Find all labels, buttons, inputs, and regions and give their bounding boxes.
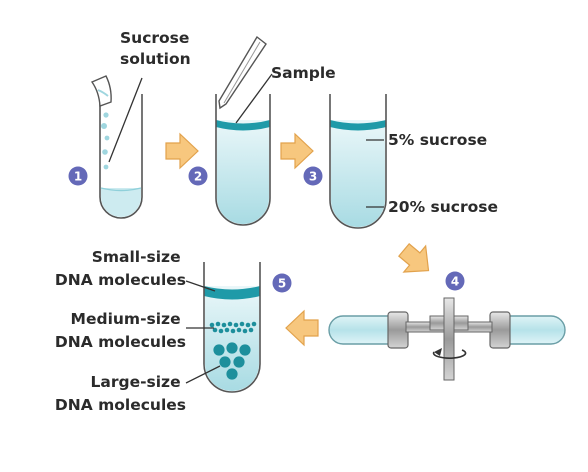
small-dna-band [204, 286, 260, 300]
step-4-number: 4 [451, 275, 459, 289]
rotation-arrow [432, 349, 467, 359]
pipette-1 [90, 75, 112, 107]
arrow-step4-to-step5 [285, 309, 319, 347]
step-3-badge: 3 [303, 166, 323, 186]
rotor-right-tube [507, 315, 566, 345]
pipette-2 [218, 35, 267, 110]
small-size-line1: Small-size [92, 248, 181, 266]
step-5-number: 5 [278, 277, 286, 291]
rotor-left-tube [328, 315, 391, 345]
step-1-number: 1 [74, 170, 82, 184]
tube-5 [203, 262, 261, 393]
tube-3 [329, 94, 387, 229]
step-3-number: 3 [309, 170, 317, 184]
large-size-line1: Large-size [91, 373, 181, 391]
medium-size-dna-label: Medium-size DNA molecules [55, 310, 186, 351]
large-size-dna-label: Large-size DNA molecules [55, 373, 186, 414]
step-1-badge: 1 [68, 166, 88, 186]
step-2-number: 2 [194, 170, 202, 184]
sample-leader [235, 73, 273, 124]
sucrose-solution-label: Sucrose solution [120, 29, 195, 68]
small-dna-leader [185, 280, 216, 292]
twenty-percent-sucrose-label: 20% sucrose [388, 198, 498, 216]
centrifuge-rotor [328, 297, 566, 381]
medium-dna-molecules [209, 321, 257, 334]
large-dna-molecules [213, 342, 251, 380]
medium-size-line2: DNA molecules [55, 333, 186, 351]
arrow-step3-to-step4 [398, 243, 430, 273]
sucrose-solution-leader [108, 77, 143, 163]
step-5-badge: 5 [272, 273, 292, 293]
arrow-step1-to-step2 [165, 132, 199, 170]
arrow-step2-to-step3 [280, 132, 314, 170]
step-4-badge: 4 [445, 271, 465, 291]
small-size-line2: DNA molecules [55, 271, 186, 289]
tube-1 [99, 94, 143, 219]
large-size-line2: DNA molecules [55, 396, 186, 414]
small-size-dna-label: Small-size DNA molecules [55, 248, 186, 289]
sucrose-solution-line2: solution [120, 50, 191, 68]
sucrose-solution-line1: Sucrose [120, 29, 189, 47]
five-percent-sucrose-label: 5% sucrose [388, 131, 487, 149]
large-dna-leader [185, 365, 221, 384]
sample-label: Sample [271, 64, 336, 82]
medium-size-line1: Medium-size [71, 310, 181, 328]
tube-2 [215, 94, 271, 226]
step-2-badge: 2 [188, 166, 208, 186]
